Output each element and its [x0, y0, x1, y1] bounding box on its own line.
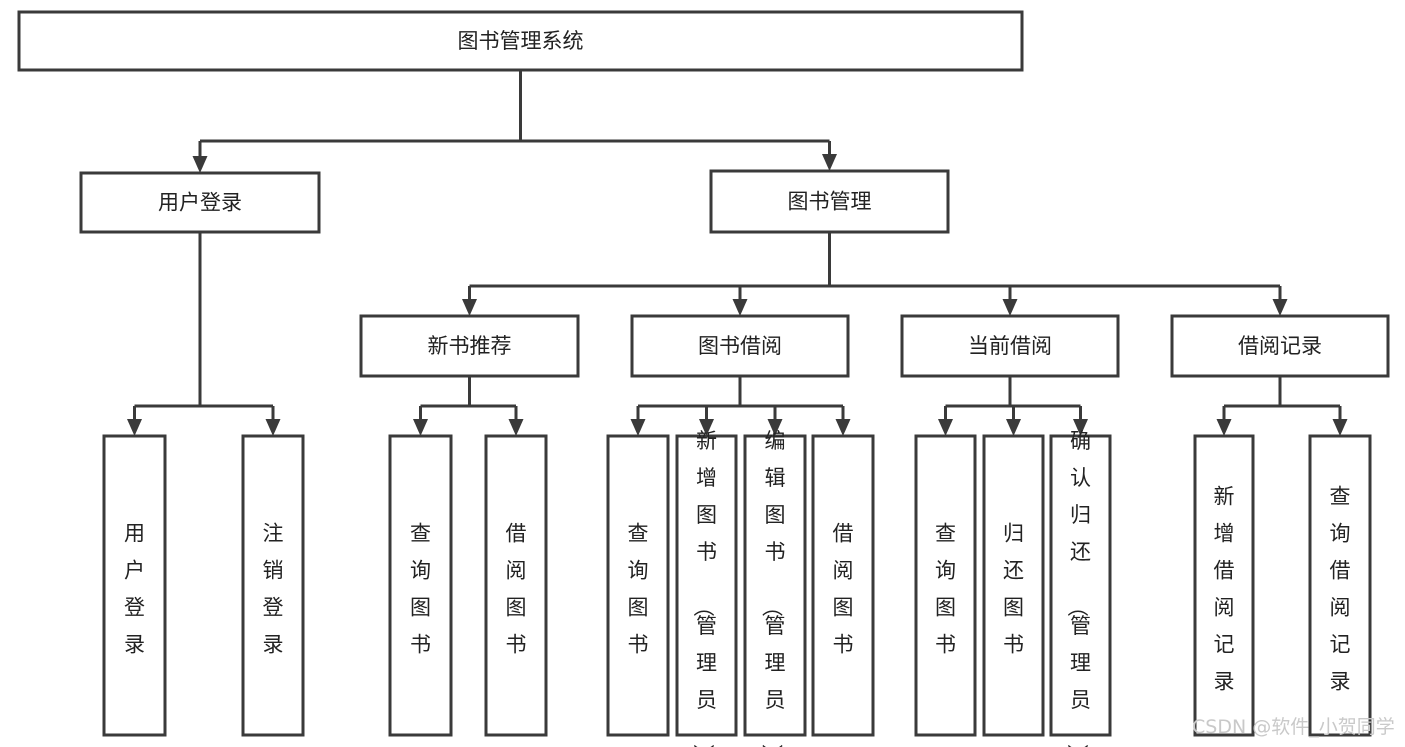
node-label: 借阅图书 — [833, 521, 854, 656]
node-l4-d2[interactable]: 归还图书 — [982, 434, 1045, 737]
node-box[interactable] — [1308, 434, 1372, 737]
node-box[interactable] — [484, 434, 548, 737]
node-l2-2[interactable]: 图书管理 — [709, 169, 950, 234]
node-l4-e2[interactable]: 查询借阅记录 — [1308, 434, 1372, 737]
arrow-head-icon — [265, 419, 281, 436]
node-box[interactable] — [359, 314, 580, 378]
node-label: 归还图书 — [1003, 521, 1024, 656]
node-label: 用户登录 — [124, 521, 145, 656]
edge-group-l3-2 — [630, 376, 851, 436]
node-box[interactable] — [1049, 434, 1112, 737]
node-box[interactable] — [388, 434, 453, 737]
node-l4-e1[interactable]: 新增借阅记录 — [1193, 434, 1255, 737]
node-l4-c4[interactable]: 借阅图书 — [811, 434, 875, 737]
node-box[interactable] — [982, 434, 1045, 737]
node-box[interactable] — [675, 434, 738, 737]
arrow-head-icon — [1332, 419, 1348, 436]
arrow-head-icon — [1216, 419, 1232, 436]
edge-group-root — [192, 70, 837, 173]
node-label: 新增借阅记录 — [1214, 484, 1235, 693]
node-l4-b1[interactable]: 查询图书 — [388, 434, 453, 737]
node-label: 新增图书（管理员） — [691, 429, 717, 747]
arrow-head-icon — [1006, 419, 1021, 436]
node-label: 借阅记录 — [1238, 334, 1322, 358]
node-label: 图书借阅 — [698, 334, 782, 358]
arrow-head-icon — [1002, 299, 1018, 316]
node-label: 查询图书 — [628, 521, 649, 656]
node-label: 新书推荐 — [428, 334, 512, 358]
node-label: 确认归还（管理员） — [1065, 429, 1091, 747]
node-label: 当前借阅 — [968, 334, 1052, 358]
node-box[interactable] — [17, 10, 1024, 72]
node-l4-c3[interactable]: 编辑图书（管理员） — [743, 429, 807, 747]
arrow-head-icon — [1073, 419, 1088, 436]
arrow-head-icon — [938, 419, 953, 436]
node-l3-4[interactable]: 借阅记录 — [1170, 314, 1390, 378]
arrow-head-icon — [413, 419, 428, 436]
node-l4-b2[interactable]: 借阅图书 — [484, 434, 548, 737]
connector-layer — [127, 70, 1348, 436]
node-l4-a1[interactable]: 用户登录 — [102, 434, 167, 737]
node-label: 借阅图书 — [506, 521, 527, 656]
node-label: 图书管理 — [788, 190, 872, 214]
arrow-head-icon — [732, 299, 748, 316]
node-root[interactable]: 图书管理系统 — [17, 10, 1024, 72]
node-box[interactable] — [630, 314, 850, 378]
arrow-head-icon — [1272, 299, 1288, 316]
node-label: 图书管理系统 — [458, 29, 584, 53]
arrow-head-icon — [192, 156, 208, 173]
arrow-head-icon — [699, 419, 714, 436]
arrow-head-icon — [835, 419, 851, 436]
node-layer: 图书管理系统用户登录图书管理新书推荐图书借阅当前借阅借阅记录用户登录注销登录查询… — [17, 10, 1390, 747]
node-label: 查询图书 — [935, 521, 956, 656]
node-l4-a2[interactable]: 注销登录 — [241, 434, 305, 737]
node-l4-c1[interactable]: 查询图书 — [606, 434, 670, 737]
node-box[interactable] — [811, 434, 875, 737]
arrow-head-icon — [822, 154, 837, 171]
node-box[interactable] — [1170, 314, 1390, 378]
arrow-head-icon — [508, 419, 524, 436]
node-l4-d3[interactable]: 确认归还（管理员） — [1049, 429, 1112, 747]
node-box[interactable] — [606, 434, 670, 737]
node-l3-1[interactable]: 新书推荐 — [359, 314, 580, 378]
node-l3-3[interactable]: 当前借阅 — [900, 314, 1120, 378]
edge-group-l2-1 — [127, 232, 281, 436]
arrow-head-icon — [767, 419, 783, 436]
arrow-head-icon — [630, 419, 646, 436]
node-box[interactable] — [743, 434, 807, 737]
node-box[interactable] — [241, 434, 305, 737]
node-box[interactable] — [709, 169, 950, 234]
edge-group-l3-1 — [413, 376, 524, 436]
csdn-watermark: CSDN @软件_小贺同学 — [1192, 716, 1395, 738]
node-box[interactable] — [914, 434, 977, 737]
node-l4-c2[interactable]: 新增图书（管理员） — [675, 429, 738, 747]
arrow-head-icon — [127, 419, 142, 436]
node-label: 注销登录 — [263, 521, 284, 656]
node-l2-1[interactable]: 用户登录 — [79, 171, 321, 234]
edge-group-l3-3 — [938, 376, 1088, 436]
node-box[interactable] — [79, 171, 321, 234]
node-label: 用户登录 — [158, 191, 242, 215]
edge-group-l3-4 — [1216, 376, 1348, 436]
node-l4-d1[interactable]: 查询图书 — [914, 434, 977, 737]
node-box[interactable] — [900, 314, 1120, 378]
edge-group-l2-2 — [462, 232, 1288, 316]
node-label: 查询图书 — [410, 521, 431, 656]
arrow-head-icon — [462, 299, 477, 316]
node-label: 查询借阅记录 — [1330, 484, 1351, 693]
node-box[interactable] — [102, 434, 167, 737]
node-label: 编辑图书（管理员） — [760, 429, 786, 747]
node-l3-2[interactable]: 图书借阅 — [630, 314, 850, 378]
node-box[interactable] — [1193, 434, 1255, 737]
